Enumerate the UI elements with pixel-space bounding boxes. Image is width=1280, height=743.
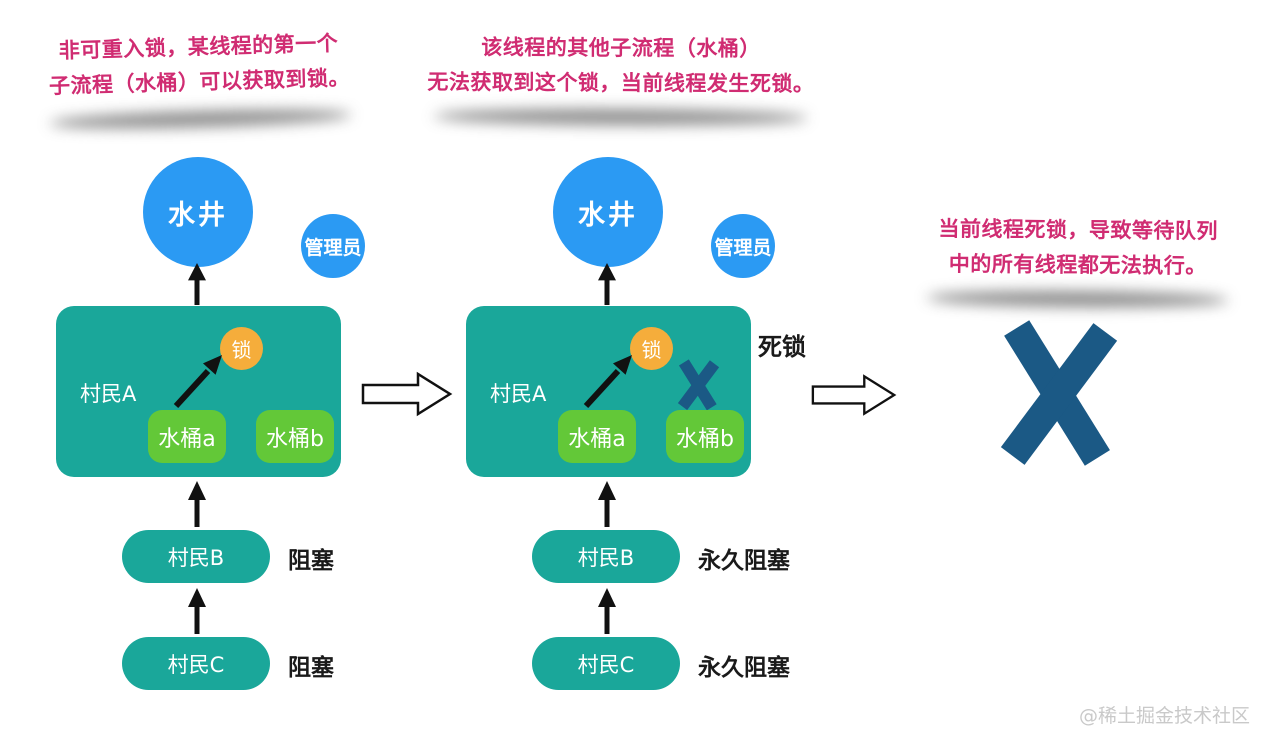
well-circle: 水井 bbox=[553, 157, 663, 267]
stage-lock-acquired: 水井 管理员 村民A 锁 水桶a 水桶b 村民B 阻塞 村民C 阻塞 bbox=[40, 150, 432, 702]
villager-c-pill: 村民C bbox=[122, 637, 270, 690]
admin-circle: 管理员 bbox=[301, 214, 365, 278]
note-nonreentrant-lock: 非可重入锁，某线程的第一个 子流程（水桶）可以获取到锁。 bbox=[36, 7, 362, 123]
diagonal-arrow-icon bbox=[583, 355, 632, 409]
watermark: @稀土掘金技术社区 bbox=[1078, 705, 1250, 727]
next-stage-arrow-icon bbox=[811, 374, 897, 416]
villager-c-pill: 村民C bbox=[532, 637, 680, 690]
status-label: 永久阻塞 bbox=[698, 548, 790, 574]
bucket-b: 水桶b bbox=[256, 410, 334, 463]
note-line: 子流程（水桶）可以获取到锁。 bbox=[48, 65, 351, 99]
next-stage-arrow-icon bbox=[361, 371, 453, 417]
lock-circle: 锁 bbox=[630, 327, 673, 370]
deadlock-cross-icon bbox=[1000, 320, 1118, 466]
admin-circle: 管理员 bbox=[711, 214, 775, 278]
status-label: 阻塞 bbox=[288, 655, 334, 681]
up-arrow-icon bbox=[188, 481, 206, 527]
stage-deadlock: 水井 管理员 村民A 锁 水桶a 水桶b 死锁 村民B 永久阻塞 bbox=[450, 150, 842, 702]
note-deadlock-queue: 当前线程死锁，导致等待队列 中的所有线程都无法执行。 bbox=[916, 195, 1240, 300]
villager-a-label: 村民A bbox=[80, 382, 137, 406]
villager-b-pill: 村民B bbox=[532, 530, 680, 583]
note-line: 当前线程死锁，导致等待队列 bbox=[938, 216, 1219, 243]
diagonal-arrow-icon bbox=[173, 355, 222, 409]
up-arrow-icon bbox=[598, 481, 616, 527]
villager-b-pill: 村民B bbox=[122, 530, 270, 583]
villager-a-label: 村民A bbox=[490, 382, 547, 406]
up-arrow-icon bbox=[188, 263, 206, 305]
note-line: 该线程的其他子流程（水桶） bbox=[481, 35, 761, 61]
lock-circle: 锁 bbox=[220, 327, 263, 370]
well-circle: 水井 bbox=[143, 157, 253, 267]
deadlock-label: 死锁 bbox=[758, 333, 806, 361]
note-line: 中的所有线程都无法执行。 bbox=[948, 251, 1207, 278]
blocked-cross-icon bbox=[677, 359, 720, 410]
status-label: 永久阻塞 bbox=[698, 655, 790, 681]
up-arrow-icon bbox=[188, 588, 206, 634]
up-arrow-icon bbox=[598, 588, 616, 634]
bucket-a: 水桶a bbox=[148, 410, 226, 463]
villager-a-box: 村民A 锁 水桶a 水桶b bbox=[466, 306, 751, 477]
status-label: 阻塞 bbox=[288, 548, 334, 574]
villager-a-box: 村民A 锁 水桶a 水桶b bbox=[56, 306, 341, 477]
bucket-a: 水桶a bbox=[558, 410, 636, 463]
up-arrow-icon bbox=[598, 263, 616, 305]
note-line: 无法获取到这个锁，当前线程发生死锁。 bbox=[427, 69, 815, 97]
note-other-subprocess: 该线程的其他子流程（水桶） 无法获取到这个锁，当前线程发生死锁。 bbox=[423, 14, 819, 118]
bucket-b: 水桶b bbox=[666, 410, 744, 463]
